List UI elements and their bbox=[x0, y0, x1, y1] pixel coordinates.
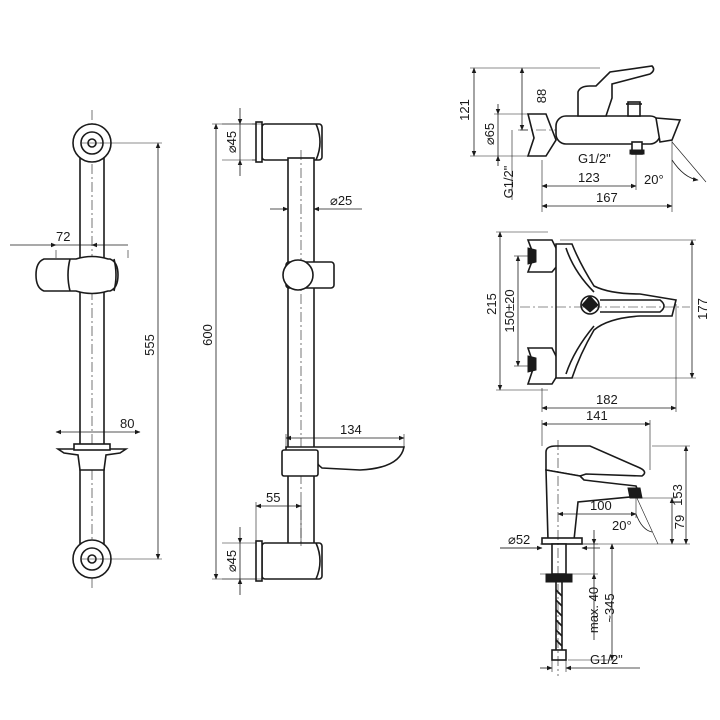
dim-150-pm-20: 150±20 bbox=[502, 289, 517, 332]
dim-123: 123 bbox=[578, 170, 600, 185]
dim-141: 141 bbox=[586, 408, 608, 423]
dim-approx-345: ~345 bbox=[602, 593, 617, 622]
dim-diameter-45-top: ⌀45 bbox=[224, 131, 239, 153]
dim-182: 182 bbox=[596, 392, 618, 407]
shower-rail-side-view: ⌀45 ⌀25 600 134 55 ⌀45 bbox=[200, 108, 405, 595]
dim-100-reach: 100 bbox=[590, 498, 612, 513]
thread-g12-outlet: G1/2" bbox=[578, 151, 611, 166]
shower-rail-front-view: 72 80 555 bbox=[10, 110, 162, 590]
dim-55: 55 bbox=[266, 490, 280, 505]
dim-215: 215 bbox=[484, 293, 499, 315]
dim-72: 72 bbox=[56, 229, 70, 244]
dim-diameter-45-bottom: ⌀45 bbox=[224, 550, 239, 572]
dim-79: 79 bbox=[672, 515, 687, 529]
dim-diameter-65: ⌀65 bbox=[482, 123, 497, 145]
dim-555: 555 bbox=[142, 334, 157, 356]
dim-max-40: max. 40 bbox=[586, 587, 601, 633]
dim-88: 88 bbox=[534, 89, 549, 103]
dim-diameter-25: ⌀25 bbox=[330, 193, 352, 208]
dim-diameter-52: ⌀52 bbox=[508, 532, 530, 547]
bath-mixer-side-view: 121 88 ⌀65 G1/2" G1/2" 123 167 20° bbox=[457, 65, 707, 212]
bath-mixer-top-view: 215 150±20 177 182 bbox=[484, 231, 710, 412]
dim-167: 167 bbox=[596, 190, 618, 205]
dim-600: 600 bbox=[200, 324, 215, 346]
thread-g12-hose: G1/2" bbox=[590, 652, 623, 667]
dim-80: 80 bbox=[120, 416, 134, 431]
dim-121: 121 bbox=[457, 99, 472, 121]
basin-mixer-side-view: 141 100 20° 153 79 ⌀52 max. 40 ~345 bbox=[500, 408, 690, 676]
thread-g12-inlet: G1/2" bbox=[501, 165, 516, 198]
dim-177: 177 bbox=[695, 298, 710, 320]
angle-20-bath: 20° bbox=[644, 172, 664, 187]
angle-20-basin: 20° bbox=[612, 518, 632, 533]
dim-134: 134 bbox=[340, 422, 362, 437]
